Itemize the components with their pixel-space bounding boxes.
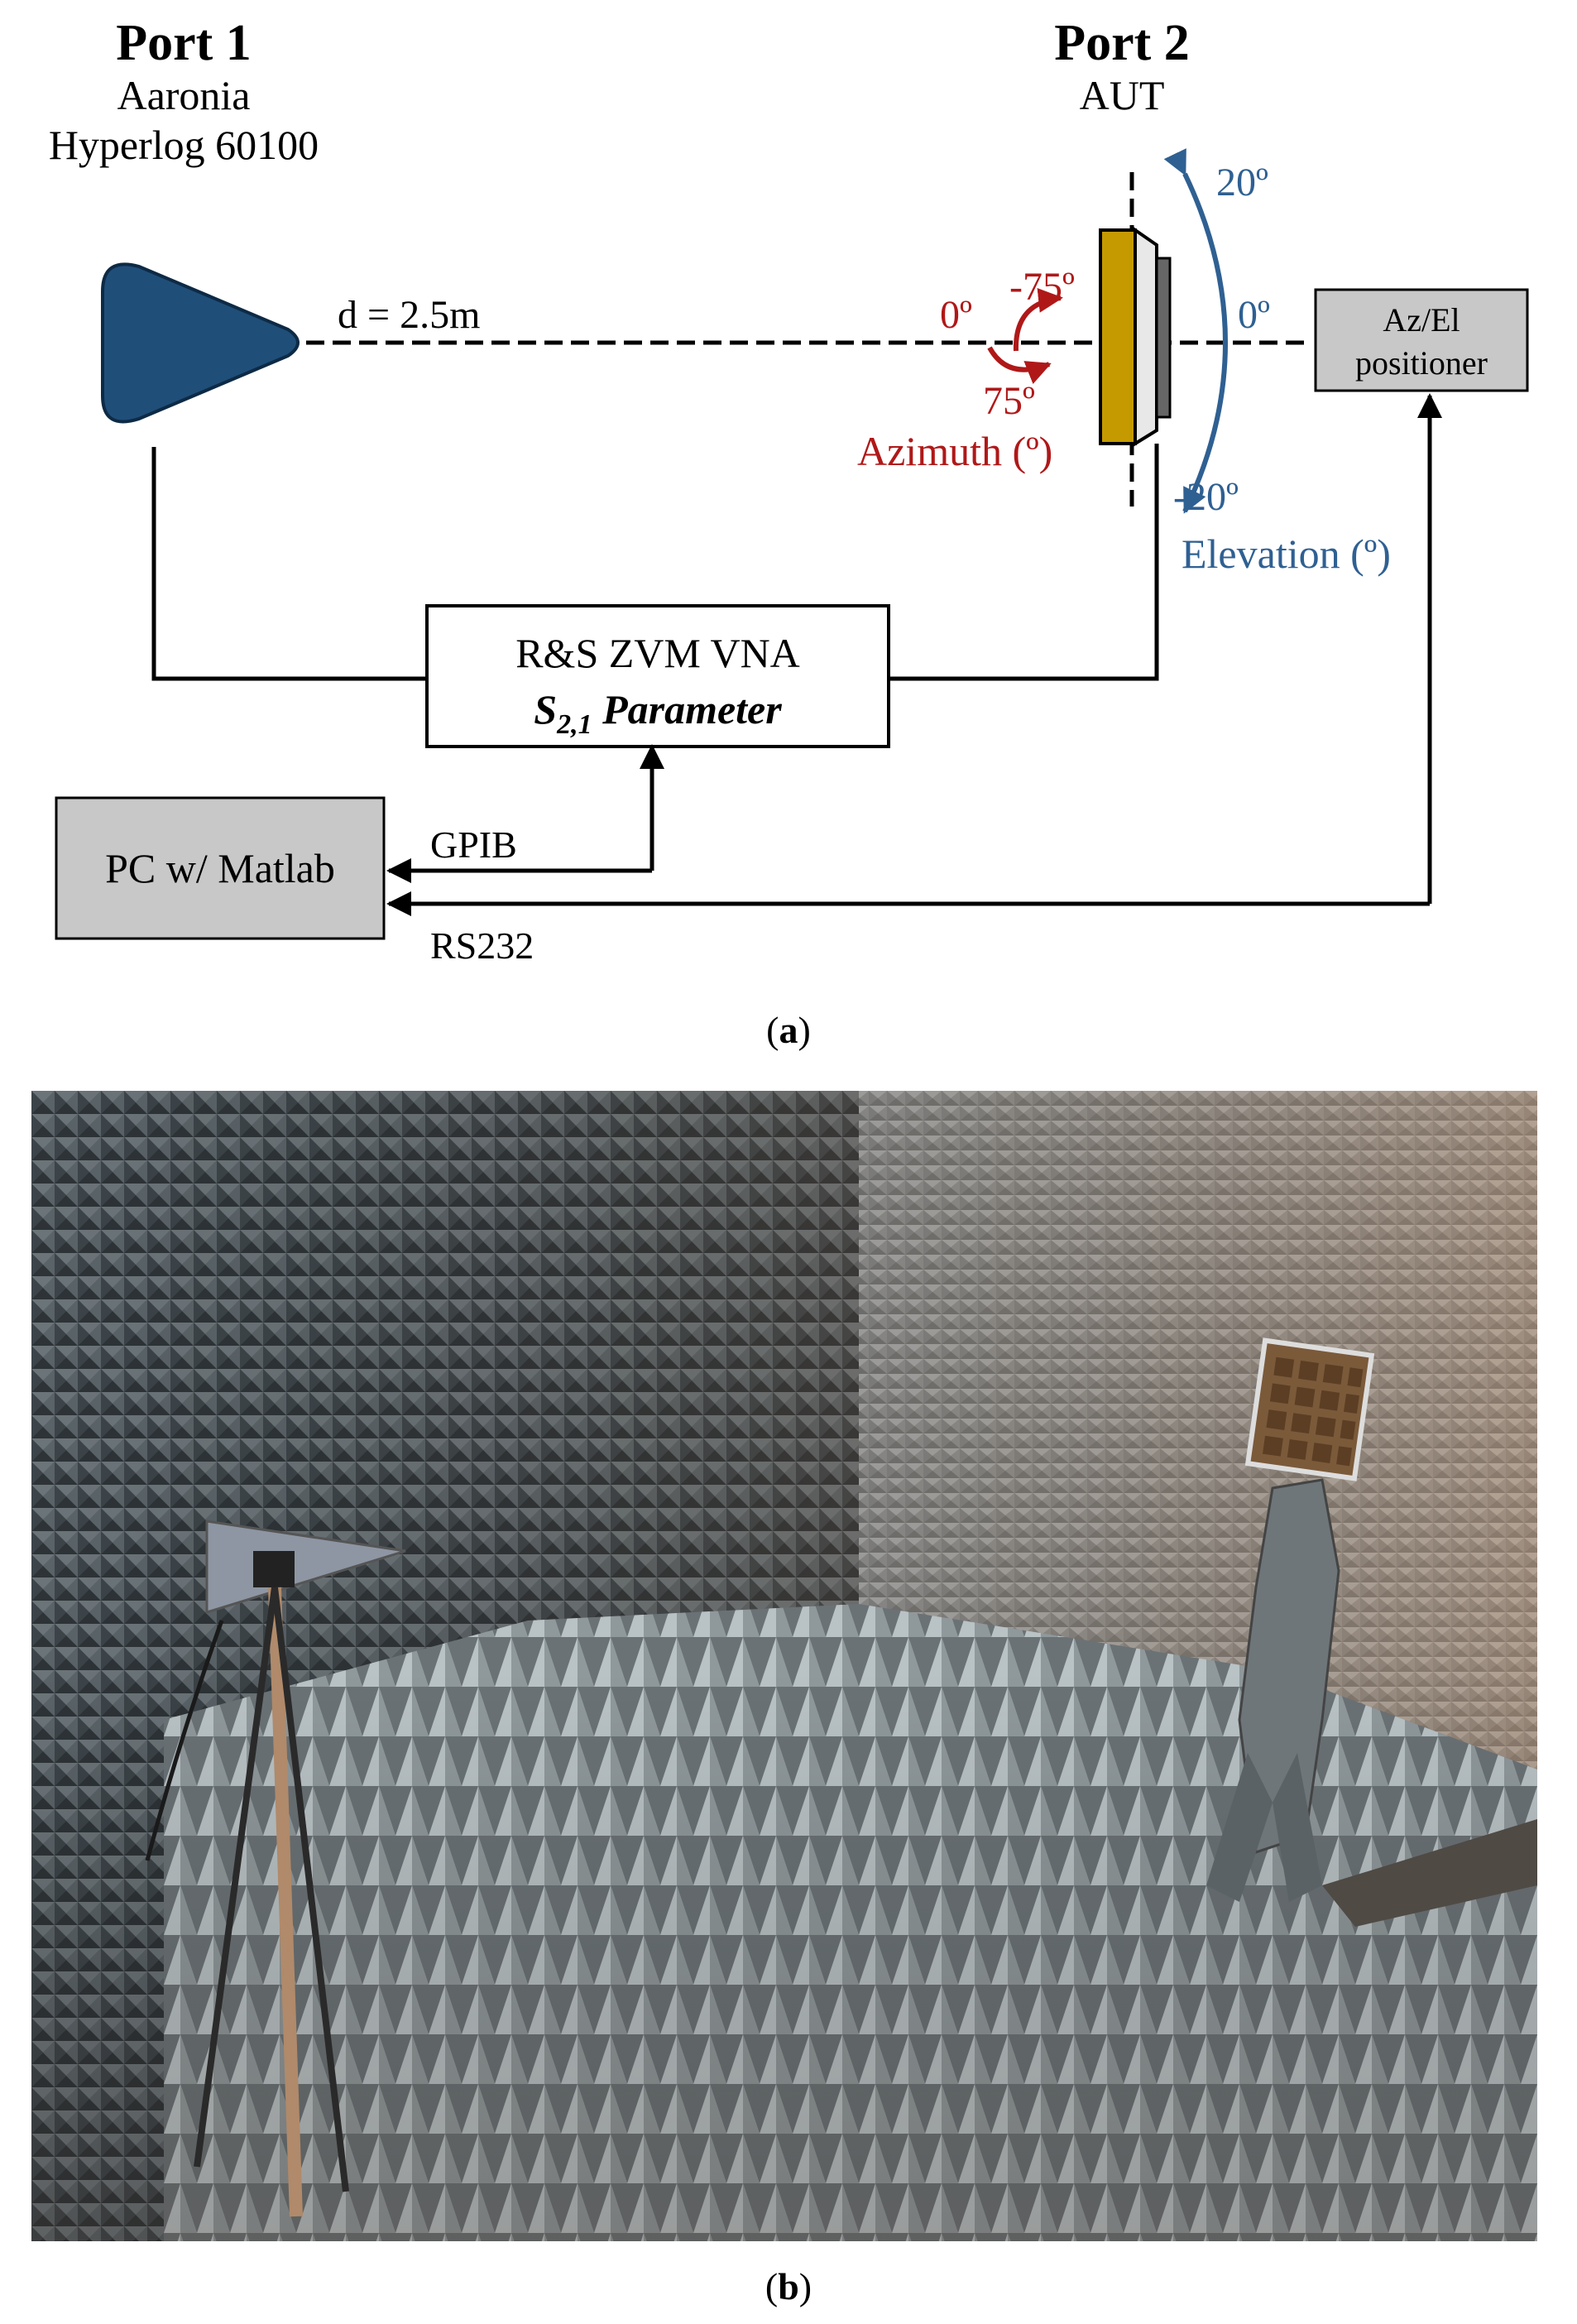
port2-subtitle: AUT	[1080, 72, 1165, 118]
aut-backplate-edge	[1155, 257, 1172, 419]
aut-positioner	[1206, 1337, 1537, 1927]
elevation-arc	[1163, 148, 1228, 514]
azimuth-arrow-upper	[1013, 287, 1063, 352]
azimuth-neg-label: -75º	[1009, 265, 1075, 309]
horn-antenna-tripod	[145, 1520, 406, 2217]
pc-label: PC w/ Matlab	[105, 845, 335, 891]
setup-diagram: Port 1 Aaronia Hyperlog 60100 Port 2 AUT…	[49, 15, 1529, 967]
positioner-line1: Az/El	[1383, 301, 1460, 339]
azimuth-zero-label: 0º	[940, 293, 972, 337]
vna-param-rest: Parameter	[592, 686, 783, 732]
positioner-box	[1314, 288, 1529, 392]
pc-box	[55, 796, 386, 940]
port2-cable	[889, 444, 1159, 681]
gpib-label: GPIB	[430, 823, 517, 866]
azimuth-pos-label: 75º	[983, 379, 1035, 423]
caption-a-letter: a	[779, 1009, 798, 1051]
elevation-axis-label: Elevation (º)	[1182, 531, 1391, 577]
anechoic-chamber-photo	[31, 1091, 1537, 2241]
caption-a: (a)	[766, 1009, 811, 1051]
port1-cable	[151, 447, 427, 681]
distance-label: d = 2.5m	[338, 293, 480, 337]
port2-title: Port 2	[1054, 15, 1190, 71]
elevation-top-label: 20º	[1216, 161, 1268, 204]
caption-b: (b)	[765, 2265, 812, 2307]
elevation-bottom-label: -20º	[1173, 475, 1239, 519]
aut-backplate	[1134, 227, 1158, 447]
port1-title: Port 1	[116, 15, 252, 71]
azimuth-axis-label: Azimuth (º)	[857, 428, 1052, 474]
caption-b-letter: b	[778, 2265, 799, 2307]
vna-title: R&S ZVM VNA	[515, 630, 800, 676]
port1-model-line2: Hyperlog 60100	[49, 122, 319, 168]
rs232-label: RS232	[430, 924, 534, 967]
aut-panel	[1099, 228, 1137, 445]
positioner-line2: positioner	[1355, 344, 1488, 382]
port1-model-line1: Aaronia	[117, 72, 250, 118]
vna-param-sub: 2,1	[556, 709, 592, 740]
vna-param-main: S	[534, 686, 557, 732]
elevation-zero-label: 0º	[1238, 293, 1270, 337]
horn-antenna-icon	[101, 262, 300, 424]
vna-parameter: S2,1 Parameter	[534, 686, 782, 740]
azimuth-arrow-lower	[987, 346, 1052, 384]
